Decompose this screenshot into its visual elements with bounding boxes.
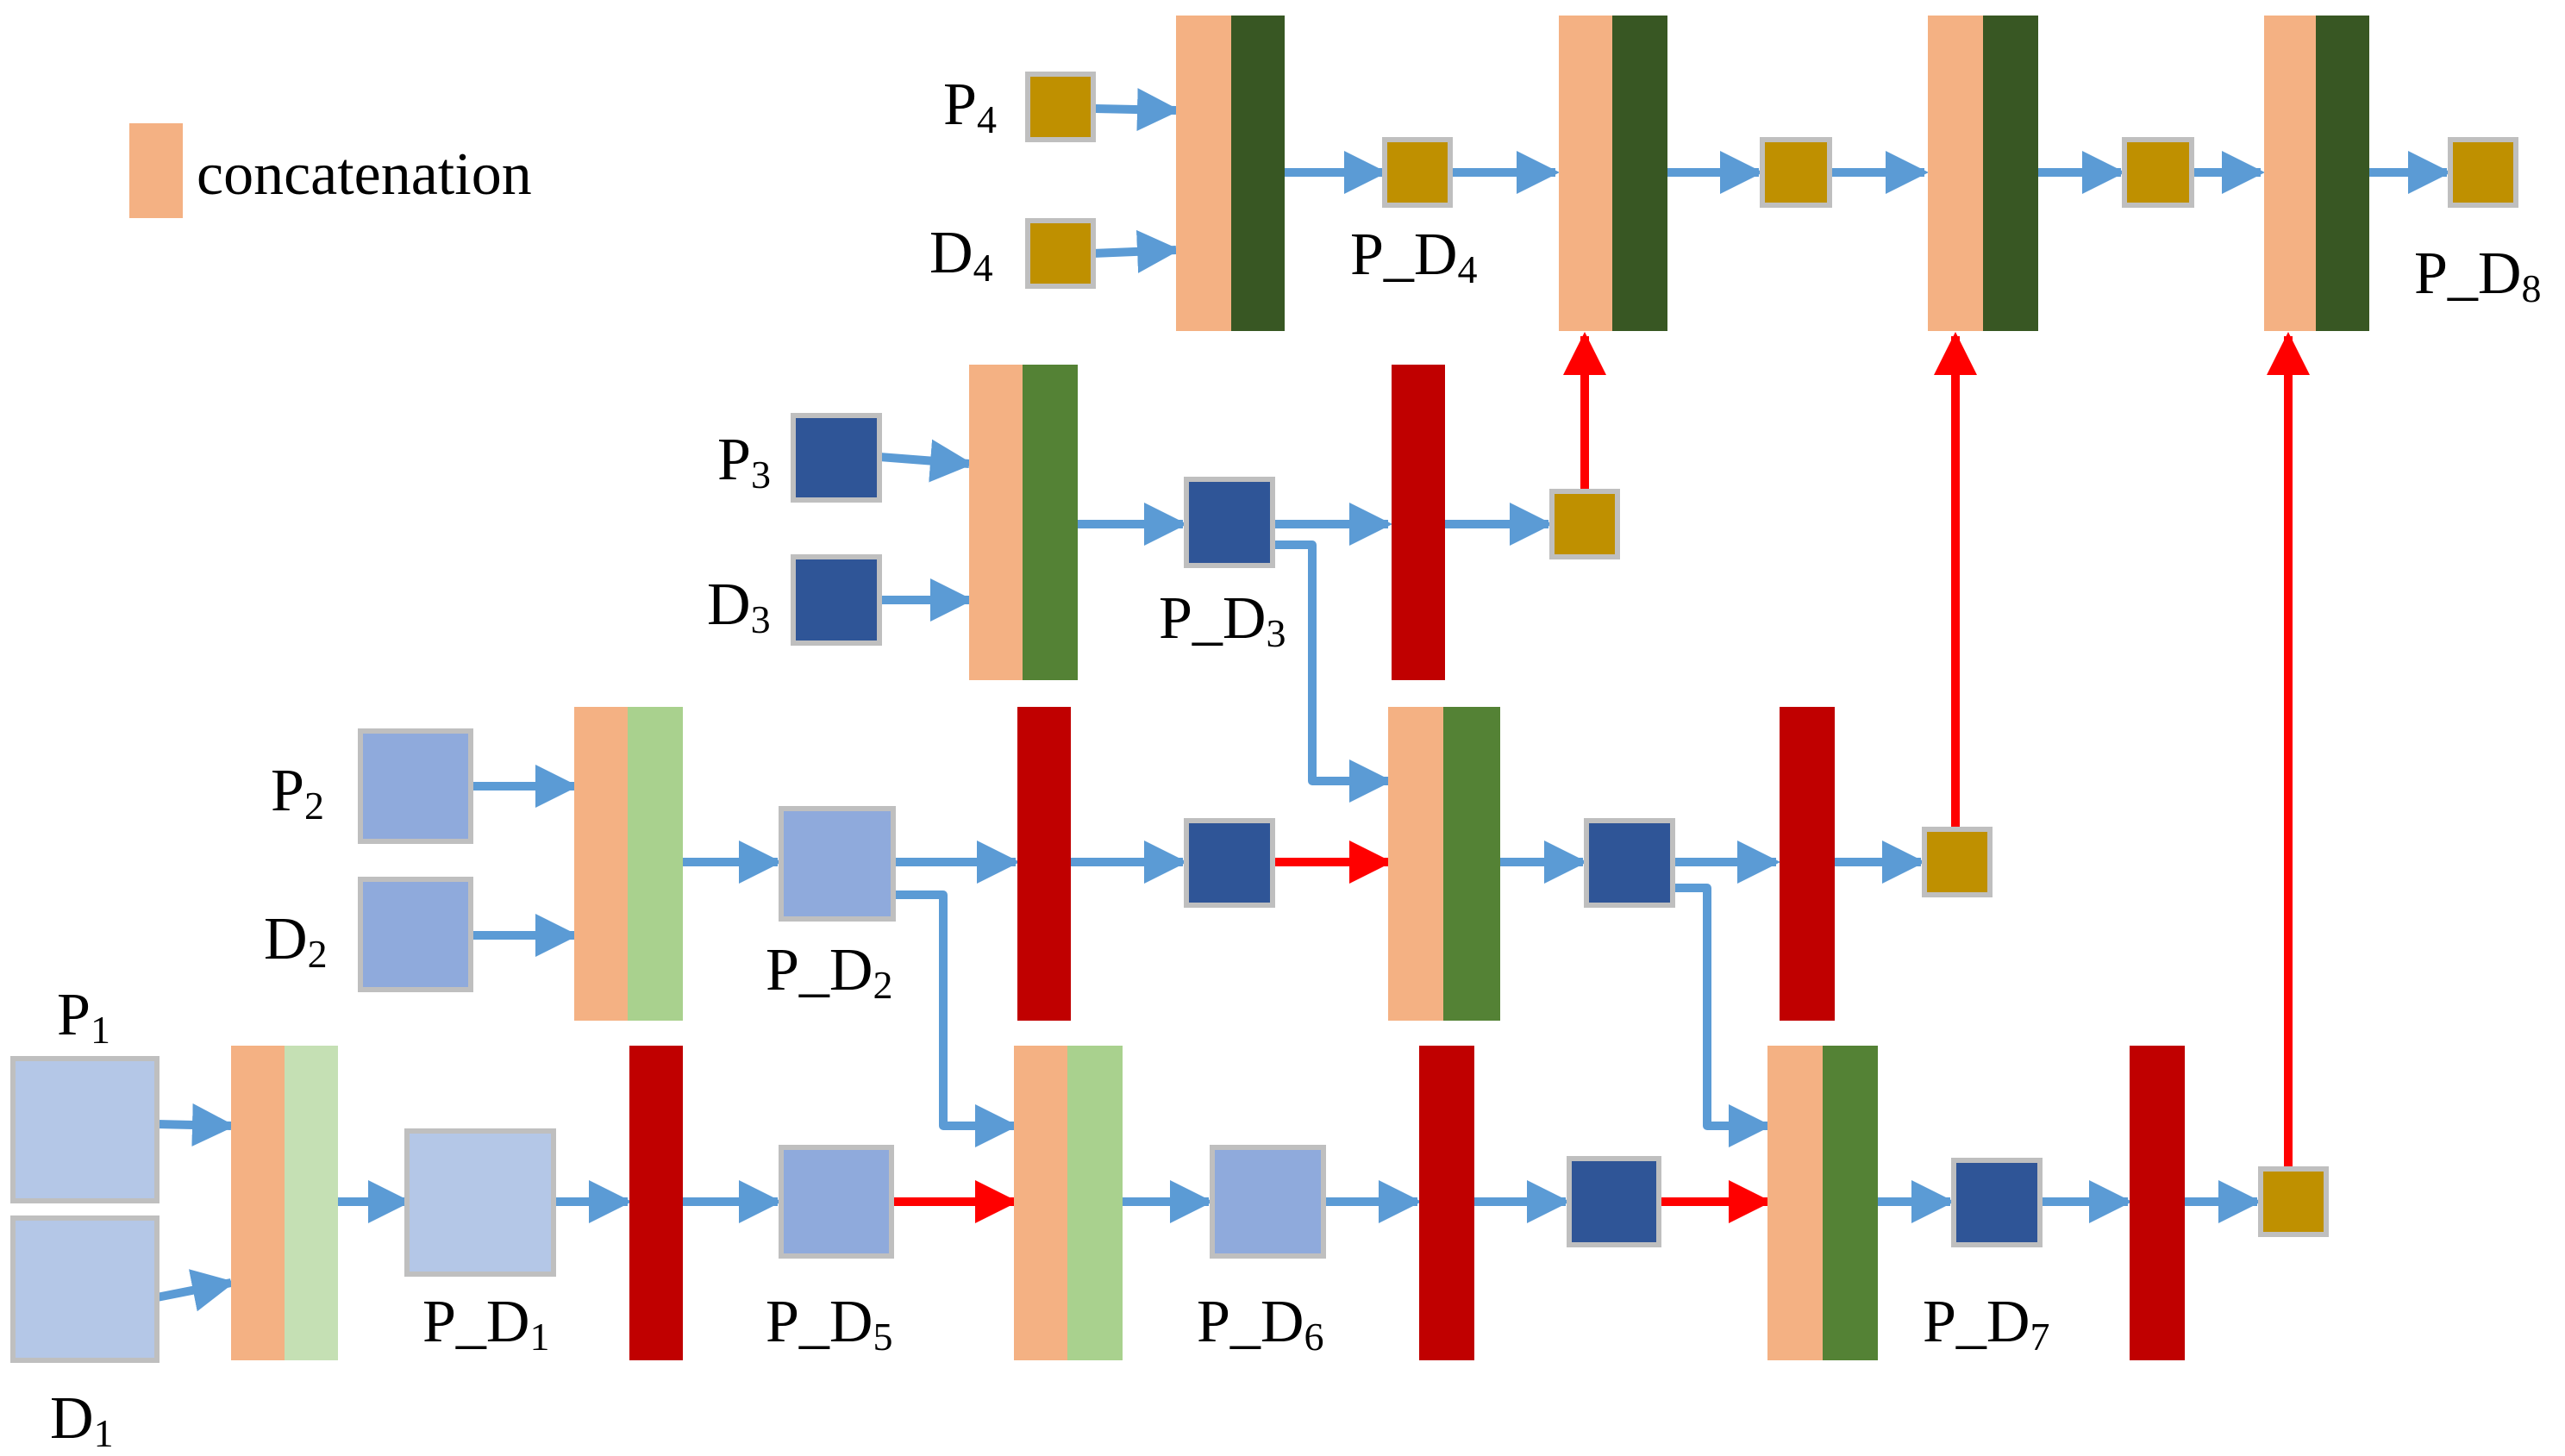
concat-block-3-green <box>1023 365 1078 680</box>
label-pd2: P_D2 <box>766 937 892 1007</box>
red-block-4 <box>1419 1046 1474 1360</box>
concat-block-10 <box>2264 16 2369 331</box>
arrow-node7-concat7 <box>1673 884 1772 1147</box>
node-pd7 <box>1951 1158 2043 1247</box>
label-pd8: P_D8 <box>2414 241 2541 310</box>
concat-block-6-orange <box>1388 707 1443 1021</box>
node-pd6 <box>1210 1145 1326 1259</box>
label-p3: P3 <box>717 427 771 497</box>
concat-block-4 <box>1176 16 1285 331</box>
concat-block-6 <box>1388 707 1500 1021</box>
concat-block-2-green <box>628 707 683 1021</box>
label-pd6: P_D6 <box>1197 1289 1323 1359</box>
label-d2: D2 <box>264 906 328 976</box>
node-d3 <box>791 554 882 646</box>
node-l1-dark <box>1567 1156 1661 1247</box>
red-block-3 <box>1392 365 1445 680</box>
concat-block-2 <box>574 707 683 1021</box>
label-d3: D3 <box>707 572 771 641</box>
concat-block-7-green <box>1823 1046 1878 1360</box>
arrow-p1-concat1 <box>156 1103 235 1147</box>
node-l1-gold <box>2258 1166 2329 1237</box>
legend: concatenation <box>129 123 532 218</box>
node-pd2 <box>779 806 896 922</box>
arrow-d1-concat1 <box>156 1269 235 1312</box>
label-p4: P4 <box>943 72 997 141</box>
legend-swatch <box>129 123 183 218</box>
node-labels: P1 D1 P2 D2 P3 D3 P4 D4 P_D1 P_D2 P_D3 P… <box>50 72 2541 1455</box>
concat-block-1 <box>231 1046 338 1360</box>
concat-block-8-green <box>1612 16 1667 331</box>
concat-block-10-orange <box>2264 16 2316 331</box>
node-pd4 <box>1382 137 1453 208</box>
node-pd1 <box>404 1128 556 1277</box>
label-pd1: P_D1 <box>422 1289 549 1359</box>
arrow-pd3-concat6 <box>1273 541 1392 803</box>
concat-block-8-orange <box>1559 16 1612 331</box>
node-pd8 <box>2448 137 2518 208</box>
concat-block-5 <box>1014 1046 1123 1360</box>
concat-block-1-orange <box>231 1046 285 1360</box>
node-l4-gold-a <box>1760 137 1832 208</box>
connections <box>156 88 2451 1312</box>
concat-block-4-orange <box>1176 16 1231 331</box>
red-blocks <box>629 365 2185 1360</box>
label-d4: D4 <box>929 220 993 290</box>
concat-block-3 <box>969 365 1078 680</box>
concat-block-3-orange <box>969 365 1023 680</box>
arrow-d4-concat4 <box>1092 229 1180 273</box>
label-p1: P1 <box>57 982 110 1052</box>
label-pd4: P_D4 <box>1350 222 1477 291</box>
concat-block-5-green <box>1067 1046 1123 1360</box>
concat-block-2-orange <box>574 707 628 1021</box>
node-p2 <box>358 728 473 844</box>
node-pd5 <box>779 1145 894 1259</box>
concat-block-9 <box>1928 16 2038 331</box>
label-pd3: P_D3 <box>1159 585 1286 655</box>
node-d1 <box>10 1215 160 1363</box>
node-p1 <box>10 1056 160 1203</box>
arrow-p4-concat4 <box>1092 88 1180 132</box>
feature-nodes <box>10 72 2518 1363</box>
red-block-6 <box>2130 1046 2185 1360</box>
red-block-1 <box>629 1046 683 1360</box>
red-block-2 <box>1017 707 1071 1021</box>
node-l2-dark-a <box>1184 818 1275 908</box>
node-pd3 <box>1184 477 1275 568</box>
node-d2 <box>358 877 473 992</box>
concat-block-4-green <box>1231 16 1285 331</box>
concat-block-9-green <box>1983 16 2038 331</box>
concat-block-1-green <box>285 1046 338 1360</box>
label-p2: P2 <box>271 758 324 828</box>
concat-block-9-orange <box>1928 16 1983 331</box>
arrow-pd2-concat5 <box>893 890 1018 1147</box>
node-l2-gold <box>1922 827 1993 897</box>
concat-block-10-green <box>2316 16 2369 331</box>
concat-block-7-orange <box>1767 1046 1823 1360</box>
node-l3-gold <box>1549 489 1620 559</box>
concat-block-6-green <box>1443 707 1500 1021</box>
concat-block-5-orange <box>1014 1046 1067 1360</box>
node-l2-dark-b <box>1584 818 1675 908</box>
node-p4 <box>1025 72 1096 142</box>
red-block-5 <box>1780 707 1835 1021</box>
node-l4-gold-b <box>2122 137 2194 208</box>
label-pd7: P_D7 <box>1923 1289 2049 1359</box>
legend-label: concatenation <box>197 141 532 208</box>
concat-block-8 <box>1559 16 1667 331</box>
node-d4 <box>1025 218 1096 289</box>
label-pd5: P_D5 <box>766 1289 892 1359</box>
node-p3 <box>791 413 882 503</box>
concat-block-7 <box>1767 1046 1878 1360</box>
arrow-p3-concat3 <box>879 439 973 483</box>
concat-blocks <box>231 16 2369 1360</box>
label-d1: D1 <box>50 1385 114 1455</box>
